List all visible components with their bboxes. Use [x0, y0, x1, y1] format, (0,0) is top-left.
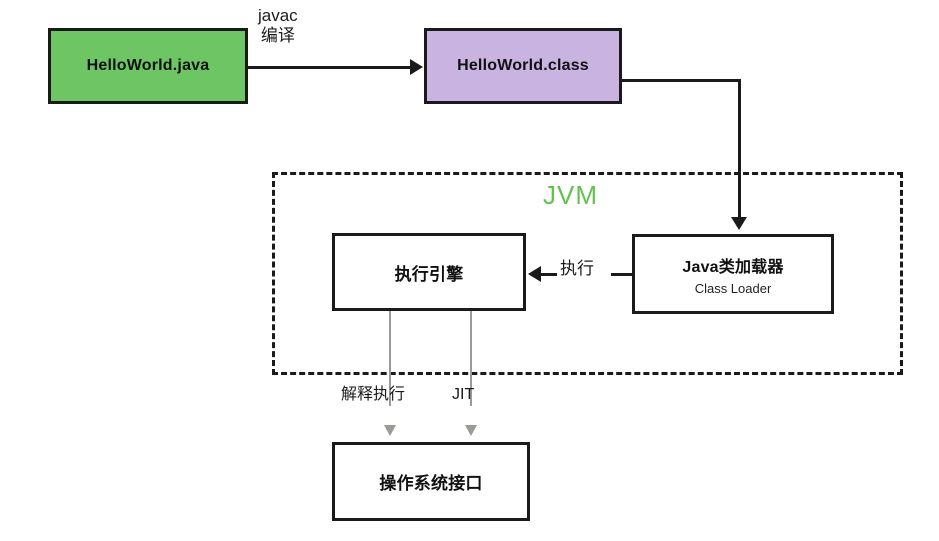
edge-execute-arrowhead-icon	[528, 266, 541, 282]
edge-label-compile-line2: 编译	[260, 26, 295, 46]
jvm-region-boundary	[272, 172, 903, 375]
edge-interpret-arrowhead-icon	[384, 425, 396, 436]
edge-jit-arrowhead-icon	[465, 425, 477, 436]
node-os-interface-label: 操作系统接口	[379, 474, 483, 493]
node-class-loader-sublabel: Class Loader	[694, 280, 772, 296]
edge-compile-arrowhead-icon	[410, 59, 423, 75]
edge-label-interpret: 解释执行	[341, 386, 406, 403]
jvm-region-label: JVM	[543, 180, 598, 210]
edge-jit-line	[470, 311, 472, 406]
edge-label-execute: 执行	[560, 259, 594, 278]
node-helloworld-java[interactable]: HelloWorld.java	[48, 28, 248, 104]
node-helloworld-java-label: HelloWorld.java	[86, 57, 210, 74]
edge-load-segment-horizontal	[620, 79, 741, 82]
edge-load-arrowhead-icon	[731, 217, 747, 230]
node-helloworld-class[interactable]: HelloWorld.class	[424, 28, 622, 104]
edge-label-compile-line1: javac	[258, 6, 298, 25]
edge-compile-line	[248, 66, 412, 69]
edge-execute-line-right	[611, 273, 634, 276]
edge-load-segment-vertical	[738, 79, 741, 219]
node-os-interface[interactable]: 操作系统接口	[332, 442, 530, 521]
edge-execute-line-left	[534, 273, 557, 276]
node-class-loader-label: Java类加载器	[682, 258, 784, 276]
node-helloworld-class-label: HelloWorld.class	[457, 57, 589, 74]
node-class-loader[interactable]: Java类加载器 Class Loader	[632, 234, 834, 314]
edge-label-jit: JIT	[452, 386, 475, 403]
node-execution-engine-label: 执行引擎	[394, 264, 464, 284]
edge-label-compile: javac 编译	[258, 6, 298, 46]
node-execution-engine[interactable]: 执行引擎	[332, 233, 526, 311]
edge-interpret-line	[389, 311, 391, 406]
